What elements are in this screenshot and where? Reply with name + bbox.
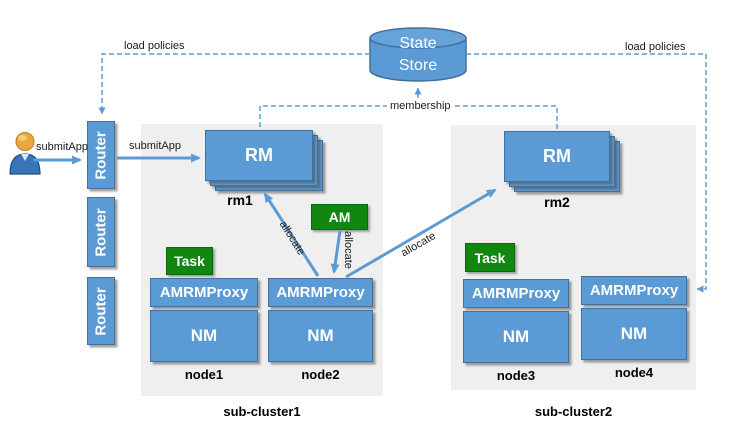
amrmproxy-box: AMRMProxy — [581, 276, 687, 305]
am-box: AM — [311, 204, 368, 230]
nm-box: NM — [150, 310, 258, 362]
rm2-stack: RM — [504, 131, 620, 192]
node4-group: AMRMProxy NM node4 — [581, 276, 687, 380]
router-box-1: Router — [87, 121, 115, 189]
task-box-sc1: Task — [166, 247, 213, 275]
rm1-name: rm1 — [227, 192, 253, 208]
node2-group: AMRMProxy NM node2 — [268, 278, 373, 382]
node1-label: node1 — [184, 367, 224, 382]
router-box-2: Router — [87, 197, 115, 267]
task-box-sc2: Task — [465, 243, 515, 272]
router-label: Router — [92, 130, 110, 180]
dashed-load-policies-left — [98, 53, 370, 115]
state-store-line1: State — [399, 35, 437, 52]
state-store-line2: Store — [398, 57, 438, 74]
rm1-box: RM — [205, 130, 313, 181]
state-store-label: State Store — [368, 33, 468, 77]
label-submitapp-user: submitApp — [36, 141, 88, 153]
label-load-policies-left: load policies — [124, 40, 185, 52]
amrmproxy-box: AMRMProxy — [463, 279, 569, 308]
user-icon — [9, 132, 41, 175]
rm1-stack: RM — [205, 130, 323, 191]
router-box-3: Router — [87, 277, 115, 345]
database-icon — [369, 27, 467, 82]
rm2-name: rm2 — [544, 194, 570, 210]
label-membership: membership — [387, 100, 454, 112]
state-store-cylinder — [368, 25, 468, 92]
router-label: Router — [92, 207, 110, 257]
node3-group: AMRMProxy NM node3 — [463, 279, 569, 383]
label-allocate-middle: allocate — [342, 231, 354, 269]
subcluster2-label: sub-cluster2 — [534, 404, 613, 419]
node4-label: node4 — [614, 365, 654, 380]
node3-label: node3 — [496, 368, 536, 383]
label-allocate-right: allocate — [399, 230, 438, 260]
rm2-box: RM — [504, 131, 610, 182]
subcluster1-label: sub-cluster1 — [223, 404, 301, 419]
amrmproxy-box: AMRMProxy — [268, 278, 373, 307]
label-load-policies-right: load policies — [625, 41, 686, 53]
amrmproxy-box: AMRMProxy — [150, 278, 258, 307]
nm-box: NM — [463, 311, 569, 363]
nm-box: NM — [268, 310, 373, 362]
node2-label: node2 — [301, 367, 340, 382]
node1-group: AMRMProxy NM node1 — [150, 278, 258, 382]
router-label: Router — [92, 286, 110, 336]
nm-box: NM — [581, 308, 687, 360]
label-submitapp-router: submitApp — [129, 140, 181, 152]
